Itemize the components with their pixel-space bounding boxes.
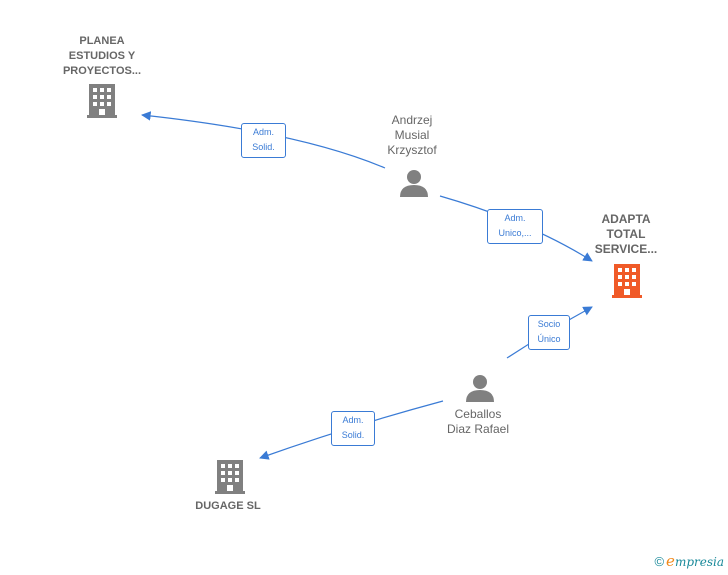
edge-label-line: Adm.: [504, 213, 526, 223]
node-label-line: Musial: [394, 128, 430, 142]
node-label-line: TOTAL: [606, 227, 646, 241]
edge-label-line: Único: [537, 334, 561, 344]
brand-logo-e: e: [666, 552, 675, 570]
person-icon[interactable]: [400, 170, 428, 197]
node-label-line: Krzysztof: [387, 143, 437, 157]
node-label-adapta[interactable]: ADAPTA TOTAL SERVICE...: [576, 212, 676, 257]
node-label-line: PLANEA: [79, 35, 125, 47]
edge-label-line: Socio: [537, 319, 561, 329]
node-label-andrzej[interactable]: Andrzej Musial Krzysztof: [362, 113, 462, 158]
edge-label-line: Adm.: [342, 415, 364, 425]
node-label-line: ESTUDIOS Y: [68, 50, 136, 62]
node-label-dugage[interactable]: DUGAGE SL: [178, 499, 278, 514]
edge-label-ceballos-dugage[interactable]: Adm. Solid.: [331, 411, 375, 446]
copyright-symbol: ©: [654, 554, 665, 569]
edge-label-line: Solid.: [341, 430, 365, 440]
brand-watermark: ©empresia: [654, 552, 724, 570]
building-icon[interactable]: [215, 460, 245, 494]
node-label-ceballos[interactable]: Ceballos Diaz Rafael: [428, 407, 528, 437]
edge-label-line: Adm.: [252, 127, 274, 137]
edge-label-line: Unico,...: [498, 228, 532, 238]
node-label-line: DUGAGE SL: [195, 500, 261, 512]
building-icon-primary[interactable]: [612, 264, 642, 298]
node-label-line: Diaz Rafael: [446, 422, 510, 436]
edge-label-ceballos-adapta[interactable]: Socio Único: [528, 315, 570, 350]
node-label-line: SERVICE...: [594, 242, 658, 256]
node-label-line: ADAPTA: [601, 212, 651, 226]
person-icon[interactable]: [466, 375, 494, 402]
node-label-line: PROYECTOS...: [62, 65, 142, 77]
edge-label-andrzej-adapta[interactable]: Adm. Unico,...: [487, 209, 543, 244]
building-icon[interactable]: [87, 84, 117, 118]
brand-logo-text: mpresia: [674, 555, 724, 569]
node-label-line: Andrzej: [391, 113, 433, 127]
edge-label-andrzej-planea[interactable]: Adm. Solid.: [241, 123, 286, 158]
edge-label-line: Solid.: [252, 142, 275, 152]
node-label-line: Ceballos: [454, 407, 502, 421]
node-label-planea[interactable]: PLANEA ESTUDIOS Y PROYECTOS...: [50, 34, 154, 79]
